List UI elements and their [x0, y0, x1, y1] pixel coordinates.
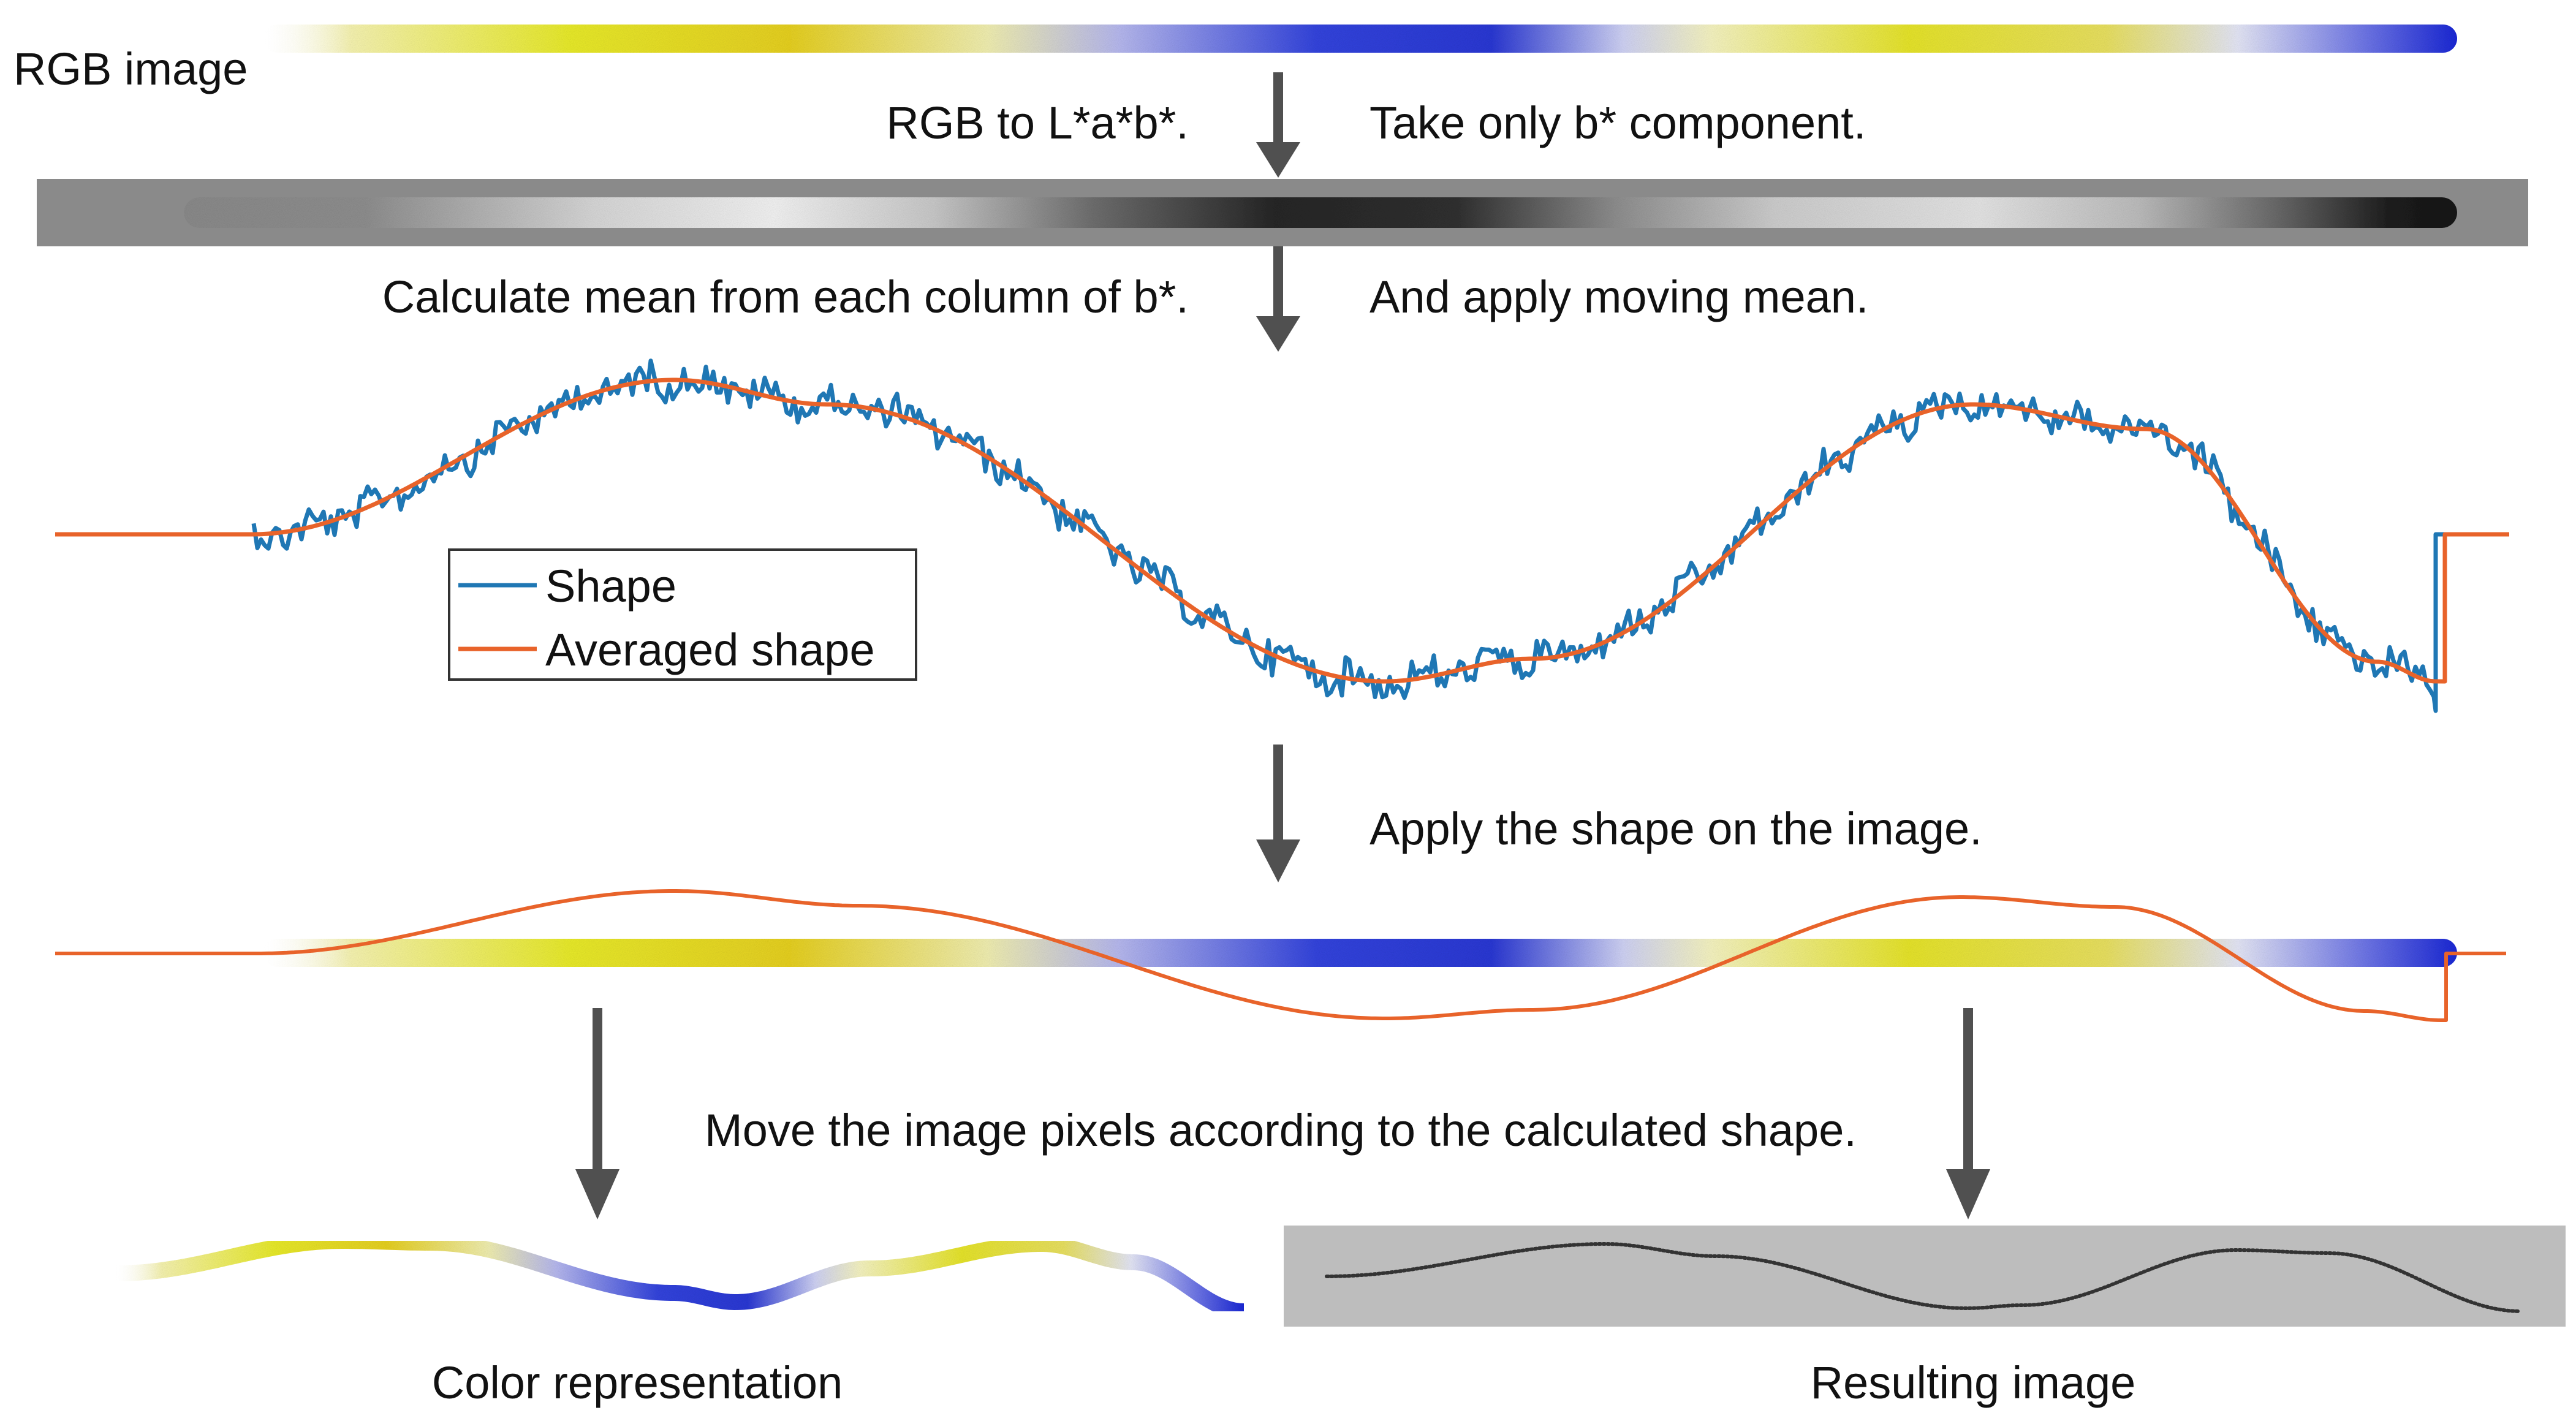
rgb-image-strip: [263, 25, 2457, 53]
arrow-down-2: [1256, 246, 1300, 352]
shape-plot: [55, 358, 2509, 713]
rgb-image-strip-overlay: [263, 939, 2457, 967]
rgb-image-label: RGB image: [13, 44, 248, 94]
arrow-down-right: [1946, 1008, 1990, 1219]
color-representation-label: Color representation: [432, 1357, 843, 1408]
arrow-down-left: [575, 1008, 619, 1219]
resulting-image-label: Resulting image: [1811, 1357, 2136, 1408]
overlay-averaged-shape: [55, 889, 2506, 1022]
legend-averaged-label: Averaged shape: [545, 624, 875, 675]
b-component-image: [37, 179, 2528, 246]
move-pixels-label: Move the image pixels according to the c…: [705, 1105, 1857, 1156]
arrow-down-3: [1256, 745, 1300, 882]
shape-line: [251, 358, 2448, 713]
arrow-down-1: [1256, 72, 1300, 178]
apply-shape-label: Apply the shape on the image.: [1369, 803, 1982, 854]
resulting-image: [1284, 1226, 2566, 1327]
averaged-shape-line: [55, 377, 2509, 684]
color-representation-image: [108, 1233, 1252, 1319]
take-b-label: Take only b* component.: [1369, 97, 1866, 148]
moving-mean-label: And apply moving mean.: [1369, 271, 1868, 322]
plot-legend: Shape Averaged shape: [448, 548, 917, 681]
legend-shape-label: Shape: [545, 561, 676, 612]
rgb-to-lab-label: RGB to L*a*b*.: [886, 97, 1189, 148]
calc-mean-label: Calculate mean from each column of b*.: [382, 271, 1189, 322]
